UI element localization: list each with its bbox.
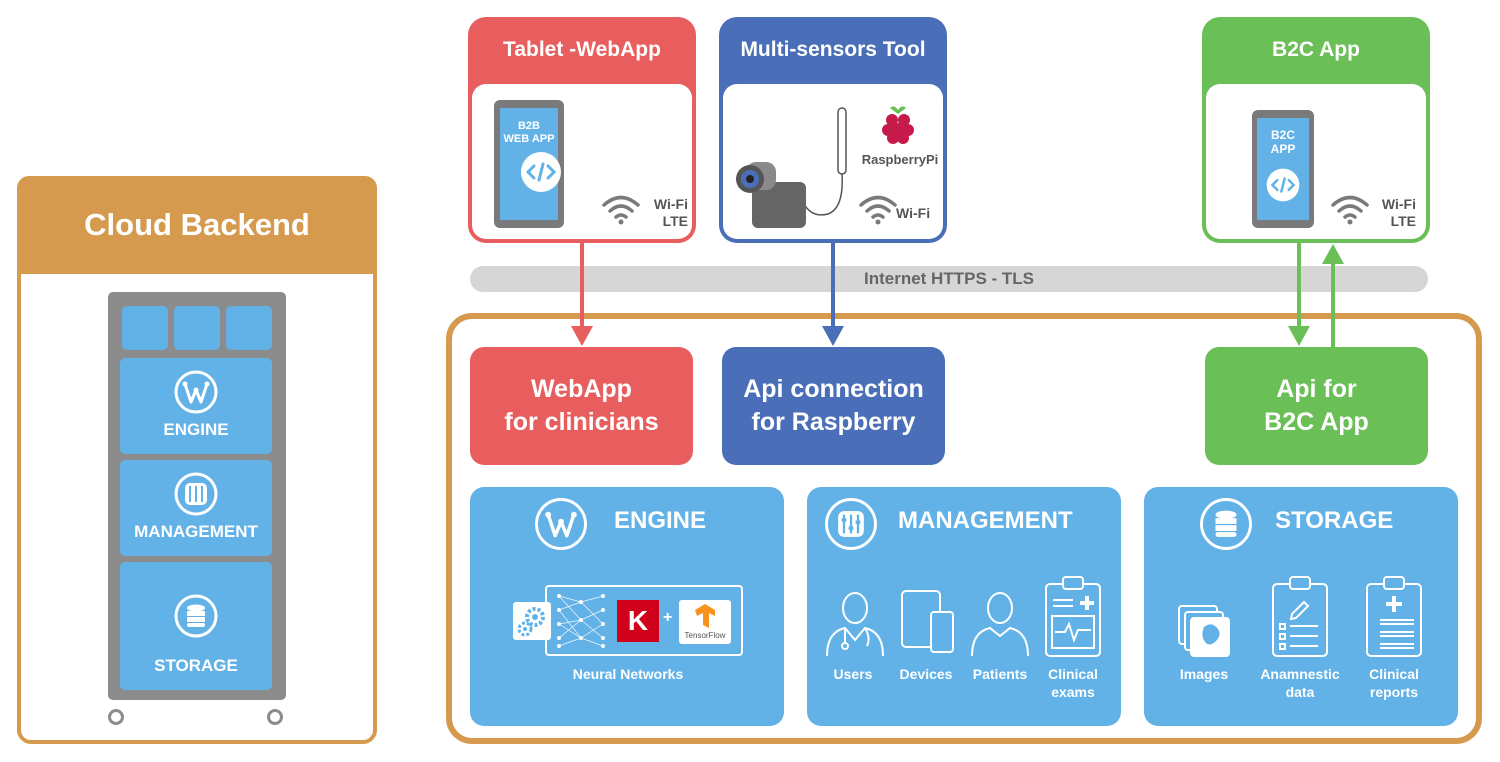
internet-band-label: Internet HTTPS - TLS (864, 269, 1034, 288)
gears-icon (517, 607, 545, 637)
phone-screen-text: B2C APP (1257, 128, 1309, 156)
management-panel-title: MANAGEMENT (898, 507, 1073, 534)
management-item-users: Users (833, 666, 873, 682)
neural-net-icon (557, 594, 605, 648)
tablet-screen-line: B2B (517, 120, 540, 132)
rack-slot (122, 306, 168, 350)
engine-icon (535, 498, 587, 550)
sliders-icon (825, 498, 877, 550)
conn-label: LTE (662, 213, 688, 229)
neural-networks-caption: Neural Networks (572, 666, 684, 682)
tablet-screen-text: B2B WEB APP (500, 120, 558, 146)
b2c-connectivity: Wi-Fi LTE (1370, 196, 1416, 230)
api-label-line: Api connection (743, 375, 924, 403)
storage-item-clinical-reports: Clinical reports (1369, 666, 1419, 700)
arrow-b2c-down (1288, 243, 1310, 346)
rack-wheel (108, 709, 124, 725)
patient-icon (971, 592, 1029, 657)
management-item-devices: Devices (899, 666, 953, 682)
code-icon (521, 152, 561, 192)
tablet-screen-line: WEB APP (503, 133, 555, 145)
api-raspberry-box: Api connection for Raspberry (722, 347, 945, 465)
sensors-connectivity: Wi-Fi (896, 205, 931, 221)
arrow-sensors-to-api (822, 243, 844, 346)
rack-slot (226, 306, 272, 350)
code-icon (1266, 168, 1300, 202)
rack-module-engine: ENGINE (120, 358, 272, 454)
rack-module-management: MANAGEMENT (120, 460, 272, 556)
conn-label: LTE (1390, 213, 1416, 229)
api-label-line: Api for (1276, 375, 1357, 403)
management-item-clinical-exams: Clinical exams (1048, 666, 1098, 700)
wifi-icon (859, 195, 897, 225)
api-label-line: for clinicians (504, 408, 659, 436)
rack-wheel (267, 709, 283, 725)
arrow-b2c-up (1322, 244, 1344, 348)
database-icon (1200, 498, 1252, 550)
rack-module-label: STORAGE (154, 656, 238, 675)
tensorflow-logo-text: TensorFlow (684, 631, 726, 640)
engine-panel-title: ENGINE (614, 507, 707, 534)
anamnestic-clipboard-icon (1272, 576, 1328, 657)
api-b2c-box: Api for B2C App (1205, 347, 1428, 465)
webapp-clinicians-box: WebApp for clinicians (470, 347, 693, 465)
clinical-reports-clipboard-icon (1366, 576, 1422, 657)
storage-item-anamnestic: Anamnestic data (1260, 666, 1340, 700)
api-label-line: B2C App (1264, 408, 1369, 436)
api-label-line: for Raspberry (751, 408, 916, 436)
rack-module-label: ENGINE (163, 420, 229, 439)
rack-module-storage: STORAGE (120, 562, 272, 690)
conn-label: Wi-Fi (653, 196, 688, 212)
doctor-icon (826, 592, 884, 657)
internet-band: Internet HTTPS - TLS (470, 266, 1428, 292)
rack-slot (174, 306, 220, 350)
management-item-patients: Patients (972, 666, 1028, 682)
cloud-backend-title: Cloud Backend (17, 176, 377, 274)
rack-module-label: MANAGEMENT (134, 522, 258, 541)
images-icon (1178, 605, 1230, 657)
raspberry-pi-label: RaspberryPi (861, 152, 939, 167)
keras-logo: K (617, 600, 659, 642)
tablet-webapp-title: Tablet -WebApp (503, 38, 661, 61)
arrow-tablet-to-webapp (571, 243, 593, 346)
cloud-backend-title-text: Cloud Backend (84, 207, 310, 242)
conn-label: Wi-Fi (1381, 196, 1416, 212)
tensorflow-icon (695, 604, 715, 628)
storage-panel-title: STORAGE (1275, 507, 1394, 534)
devices-icon (901, 590, 954, 653)
sensor-camera-icon (736, 107, 847, 228)
sliders-icon (174, 472, 218, 516)
storage-item-images: Images (1179, 666, 1229, 682)
multi-sensors-title: Multi-sensors Tool (740, 38, 926, 61)
b2c-app-title: B2C App (1272, 38, 1360, 61)
b2c-app-inner (1206, 84, 1426, 239)
engine-icon (174, 370, 218, 414)
plus-sign: + (663, 609, 673, 626)
gears-badge (513, 602, 551, 640)
wifi-icon (602, 195, 640, 225)
tensorflow-logo: TensorFlow (679, 600, 731, 644)
clinical-exam-clipboard-icon (1045, 576, 1101, 657)
phone-screen-line: APP (1270, 142, 1296, 156)
keras-logo-letter: K (627, 605, 649, 636)
api-label-line: WebApp (531, 375, 632, 403)
tablet-connectivity: Wi-Fi LTE (642, 196, 688, 230)
database-icon (174, 594, 218, 638)
wifi-icon (1331, 195, 1369, 225)
raspberry-pi-icon (882, 106, 914, 144)
phone-screen-line: B2C (1270, 128, 1295, 142)
